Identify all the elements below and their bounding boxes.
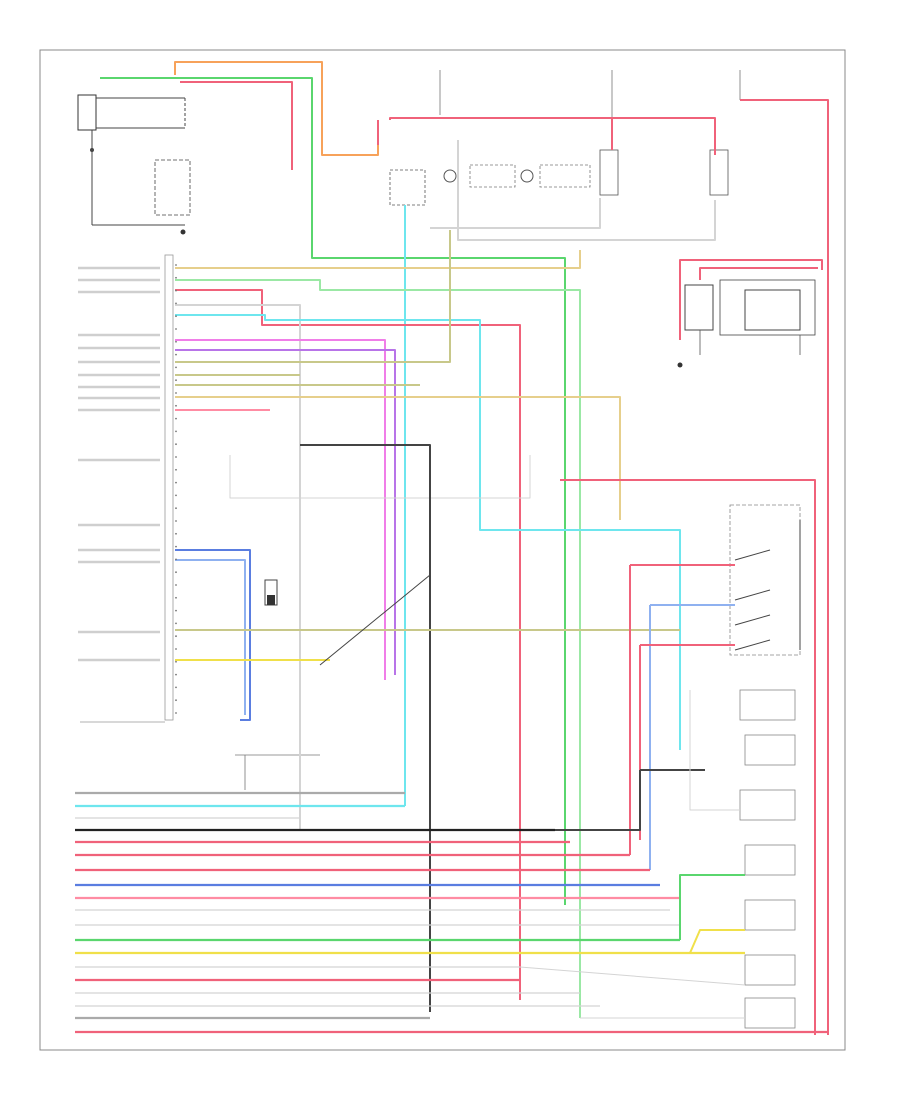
wire — [175, 339, 386, 680]
pin-marker — [175, 596, 177, 599]
pin-marker — [175, 494, 177, 497]
pin-marker — [175, 699, 177, 702]
pin-marker — [175, 276, 177, 279]
pin-marker — [175, 315, 177, 318]
module-body — [164, 254, 174, 721]
pin-marker — [175, 545, 177, 548]
pin-marker — [175, 712, 177, 714]
pin-marker — [175, 686, 177, 689]
bottom-connector — [235, 754, 320, 790]
wire — [457, 140, 716, 241]
control-module — [80, 254, 174, 723]
pin-marker — [175, 443, 177, 446]
pin-marker — [175, 430, 177, 433]
pin-marker — [175, 660, 177, 663]
connector-icon — [469, 164, 516, 188]
pin-marker — [175, 584, 177, 586]
motor-icon — [443, 169, 457, 183]
diagram-border — [39, 49, 846, 1051]
pin-marker — [175, 392, 177, 394]
wire — [229, 455, 531, 499]
sensor-icon — [389, 169, 426, 206]
pin-marker — [175, 289, 177, 292]
wires — [75, 61, 829, 1035]
pin-marker — [175, 622, 177, 625]
wire — [175, 304, 301, 830]
wire — [679, 874, 745, 940]
fuel-pump-relay-area — [77, 94, 191, 235]
pin-marker — [175, 520, 177, 522]
pin-marker — [175, 507, 177, 510]
wire — [175, 314, 681, 750]
pin-marker — [175, 379, 177, 382]
wire — [319, 574, 431, 666]
wire — [175, 279, 581, 1018]
pin-marker — [175, 481, 177, 484]
wire — [555, 770, 641, 831]
wire — [174, 61, 379, 156]
pin-marker — [175, 456, 177, 458]
pin-marker — [175, 264, 177, 266]
wire — [699, 267, 818, 280]
pin-marker — [175, 417, 177, 420]
wire — [740, 99, 829, 1035]
wire — [175, 250, 581, 269]
wire — [100, 77, 566, 905]
switch-icon — [154, 159, 191, 216]
wire — [175, 559, 246, 715]
right-relay-block — [677, 279, 816, 368]
wire — [689, 929, 745, 954]
wire — [389, 117, 716, 155]
wire — [430, 198, 601, 229]
wire — [175, 289, 521, 1000]
ground-icon — [180, 229, 186, 235]
wire — [175, 396, 621, 520]
pin-marker — [175, 353, 177, 356]
wire — [180, 81, 293, 170]
pin-marker — [175, 328, 177, 330]
pin-marker — [175, 404, 177, 407]
pin-marker — [175, 609, 177, 612]
pin-marker — [175, 571, 177, 574]
wire — [519, 966, 746, 986]
pin-marker — [175, 340, 177, 343]
relay-icon — [77, 94, 97, 131]
component-labels — [78, 266, 160, 662]
top-center-components — [389, 70, 741, 206]
wire — [175, 230, 451, 363]
wire — [560, 479, 816, 1035]
wire — [689, 690, 740, 811]
pin-numbers — [175, 264, 177, 714]
wire — [175, 549, 251, 721]
wire — [300, 444, 431, 1012]
pin-marker — [175, 648, 177, 650]
pin-marker — [175, 302, 177, 305]
pin-marker — [175, 468, 177, 471]
pin-marker — [175, 366, 177, 369]
right-switch-column — [729, 504, 801, 1029]
sensor-assembly — [264, 579, 278, 606]
pin-marker — [175, 673, 177, 676]
pin-marker — [175, 532, 177, 535]
pin-marker — [175, 635, 177, 638]
wire — [679, 259, 823, 340]
wire — [175, 349, 396, 675]
pin-marker — [175, 558, 177, 561]
fuse-icon — [90, 148, 94, 152]
